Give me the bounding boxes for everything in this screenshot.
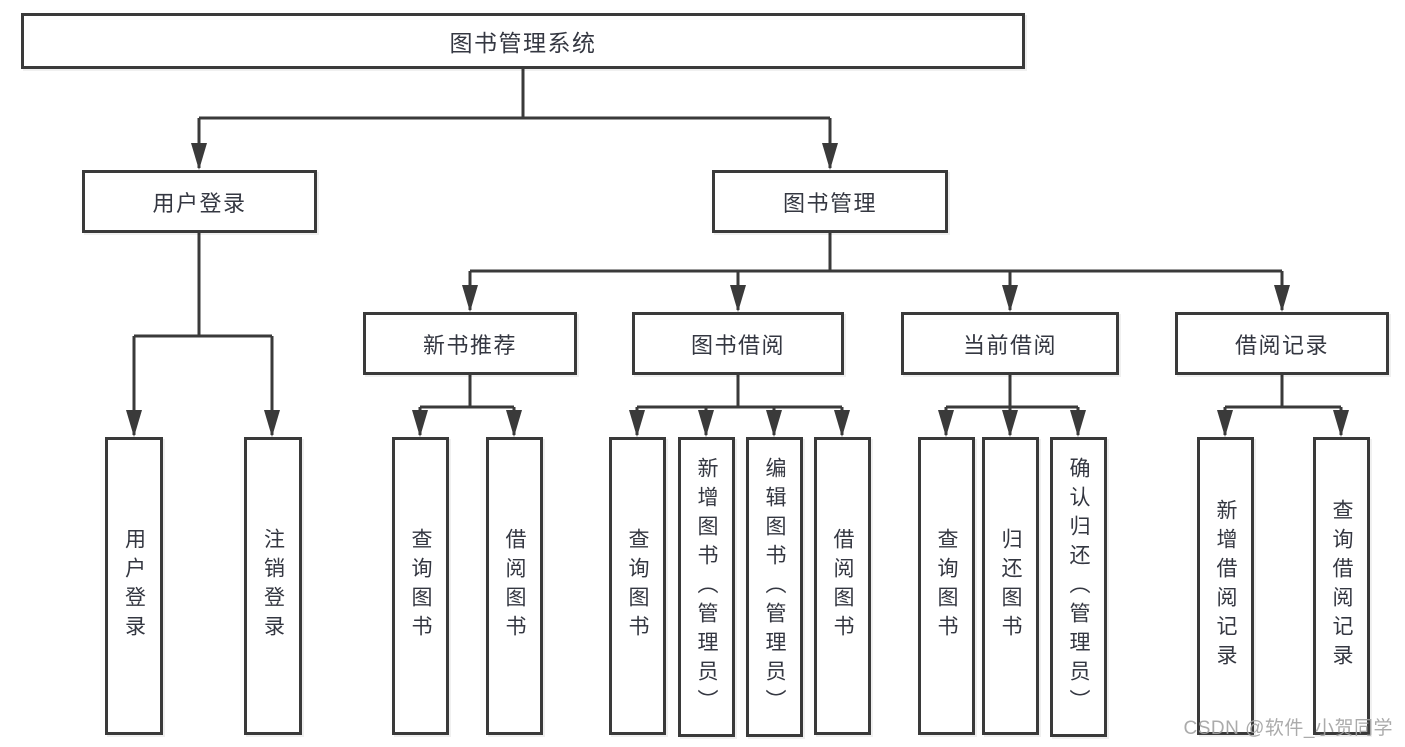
node-current-borrow: 当前借阅: [901, 312, 1119, 375]
leaf-query-books-borrow-label: 查询图书: [626, 528, 649, 644]
connector-book-borrow-children: [635, 375, 844, 435]
leaf-borrow-books-recommend: 借阅图书: [486, 437, 543, 735]
node-borrow-records-label: 借阅记录: [1234, 332, 1329, 358]
leaf-user-login: 用户登录: [105, 437, 163, 735]
node-book-borrow-label: 图书借阅: [690, 332, 785, 358]
node-book-borrow: 图书借阅: [632, 312, 844, 375]
leaf-borrow-books: 借阅图书: [814, 437, 871, 735]
connector-user-login-children: [132, 233, 274, 435]
arrowhead-icons: [126, 143, 1349, 437]
connector-root-to-level2: [197, 69, 832, 168]
leaf-add-borrow-record: 新增借阅记录: [1197, 437, 1254, 735]
leaf-add-borrow-record-label: 新增借阅记录: [1214, 499, 1237, 673]
connector-borrow-record-children: [1223, 375, 1343, 435]
leaf-add-book-admin-label: 新增图书（管理员）: [695, 456, 718, 718]
leaf-confirm-return-admin: 确认归还（管理员）: [1050, 437, 1107, 737]
node-user-login: 用户登录: [82, 170, 317, 233]
node-new-book-recommend: 新书推荐: [363, 312, 577, 375]
connector-book-management-to-level3: [468, 233, 1284, 310]
node-borrow-records: 借阅记录: [1175, 312, 1389, 375]
leaf-add-book-admin: 新增图书（管理员）: [678, 437, 735, 737]
leaf-query-borrow-record: 查询借阅记录: [1313, 437, 1370, 735]
node-new-book-recommend-label: 新书推荐: [422, 332, 517, 358]
leaf-return-book: 归还图书: [982, 437, 1039, 735]
leaf-query-books-current-label: 查询图书: [935, 528, 958, 644]
leaf-query-books-recommend-label: 查询图书: [409, 528, 432, 644]
connector-new-book-children: [418, 375, 516, 435]
leaf-edit-book-admin: 编辑图书（管理员）: [746, 437, 803, 737]
node-root-label: 图书管理系统: [449, 30, 597, 56]
node-user-login-label: 用户登录: [152, 190, 247, 216]
leaf-return-book-label: 归还图书: [999, 528, 1022, 644]
node-current-borrow-label: 当前借阅: [962, 332, 1057, 358]
leaf-borrow-books-label: 借阅图书: [831, 528, 854, 644]
leaf-query-borrow-record-label: 查询借阅记录: [1330, 499, 1353, 673]
leaf-query-books-recommend: 查询图书: [392, 437, 449, 735]
leaf-logout-label: 注销登录: [261, 528, 285, 644]
leaf-query-books-current: 查询图书: [918, 437, 975, 735]
node-root: 图书管理系统: [21, 13, 1025, 69]
node-book-management-label: 图书管理: [782, 190, 877, 216]
csdn-watermark: CSDN @软件_小贺同学: [1183, 718, 1393, 739]
leaf-logout: 注销登录: [244, 437, 302, 735]
leaf-edit-book-admin-label: 编辑图书（管理员）: [763, 456, 786, 718]
leaf-query-books-borrow: 查询图书: [609, 437, 666, 735]
leaf-borrow-books-recommend-label: 借阅图书: [503, 528, 526, 644]
leaf-confirm-return-admin-label: 确认归还（管理员）: [1067, 456, 1090, 718]
node-book-management: 图书管理: [712, 170, 948, 233]
leaf-user-login-label: 用户登录: [122, 528, 146, 644]
